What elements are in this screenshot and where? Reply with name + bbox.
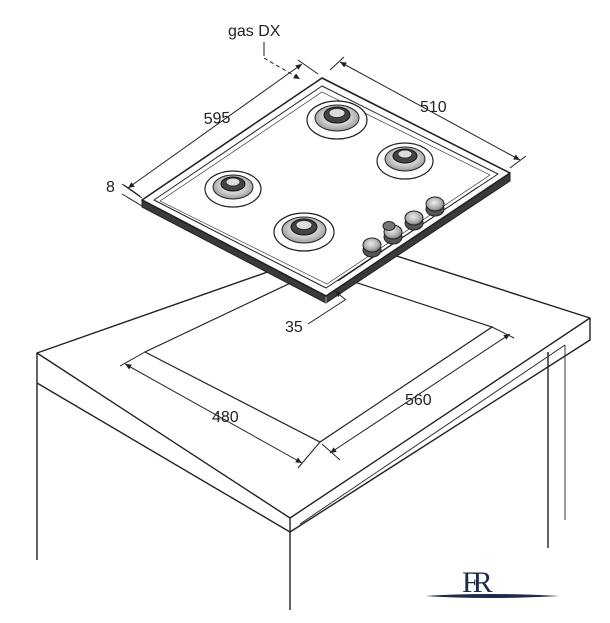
burner-left: [204, 170, 262, 208]
dim-hob-depth: [329, 56, 527, 169]
dim-front-margin-label: 35: [285, 319, 303, 336]
cabinet: [36, 345, 566, 610]
dim-front-margin: [307, 290, 347, 325]
knob-1-icon: [362, 237, 382, 258]
dim-hob-thickness: [121, 183, 143, 207]
dim-cutout-depth: [119, 351, 321, 469]
gas-connection-label: gas DX: [228, 23, 281, 40]
dim-cutout-depth-label: 480: [212, 409, 239, 426]
dim-hob-thickness-label: 8: [106, 179, 115, 196]
dim-cutout-width-label: 560: [405, 392, 432, 409]
burner-front-center: [273, 212, 335, 252]
dim-cutout-width: [321, 326, 515, 461]
knob-3-icon: [404, 210, 424, 231]
gas-connection-callout: [263, 42, 301, 80]
burner-right: [376, 142, 434, 180]
dim-hob-depth-label: 510: [420, 99, 447, 116]
control-knobs: [362, 196, 445, 258]
burner-back-center: [306, 100, 368, 140]
dim-hob-width-label: 595: [203, 110, 231, 128]
knob-4-icon: [425, 196, 445, 217]
knob-5-icon: [382, 221, 396, 231]
brand-logo: FR: [425, 566, 560, 599]
